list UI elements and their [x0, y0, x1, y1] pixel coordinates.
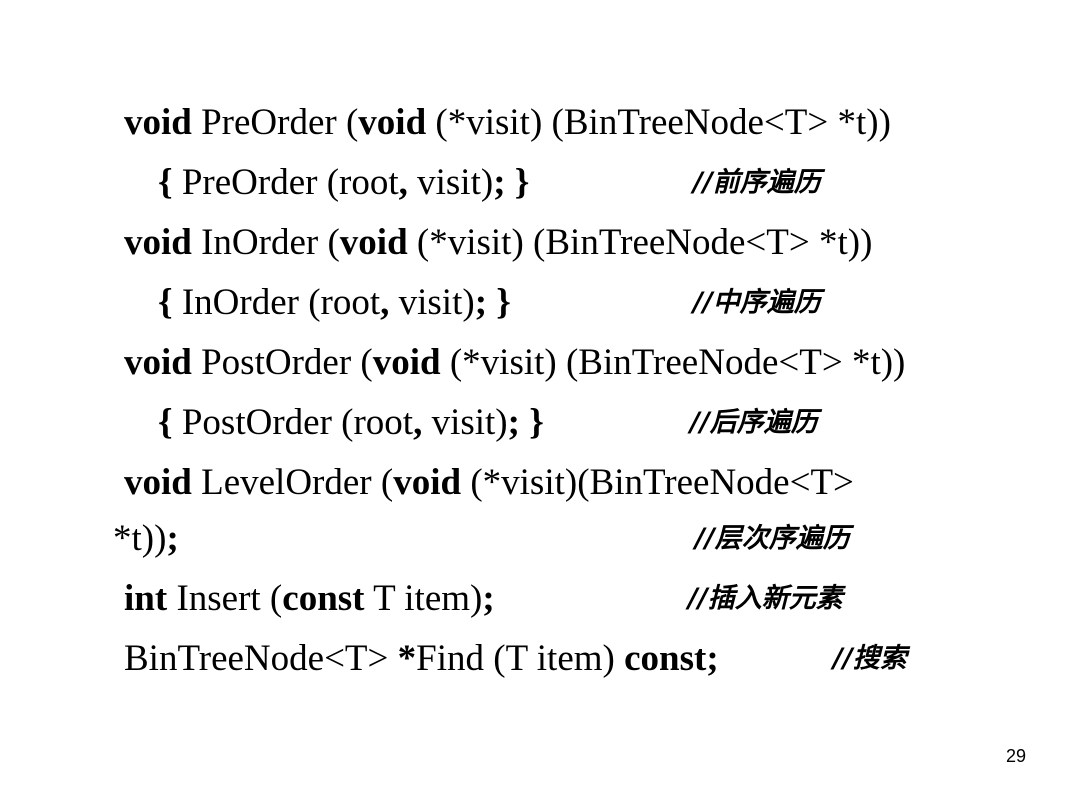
code-segment: PreOrder (root: [172, 162, 399, 203]
code-segment: void: [124, 342, 192, 383]
page-number: 29: [1005, 746, 1026, 766]
code-segment: }: [496, 282, 511, 323]
code-segment: BinTreeNode<T>: [124, 638, 398, 679]
code-line-inorder-body: { InOrder (root, visit); }: [158, 280, 511, 326]
code-segment: InOrder (: [191, 222, 340, 263]
code-line-postorder: void PostOrder (void (*visit) (BinTreeNo…: [124, 340, 905, 386]
code-segment: }: [529, 402, 544, 443]
code-segment: void: [124, 222, 192, 263]
code-segment: [487, 282, 496, 323]
code-segment: void: [358, 102, 427, 143]
code-segment: void: [124, 462, 192, 503]
code-segment: *t)): [113, 518, 167, 559]
code-segment: void: [124, 102, 192, 143]
code-segment: ;: [474, 282, 488, 323]
code-segment: visit): [389, 282, 475, 323]
code-line-inorder: void InOrder (void (*visit) (BinTreeNode…: [124, 220, 872, 266]
code-segment: (*visit) (BinTreeNode<T> *t)): [426, 102, 891, 143]
code-line-preorder-body: { PreOrder (root, visit); }: [158, 160, 529, 206]
code-segment: [506, 162, 515, 203]
code-segment: PostOrder (root: [172, 402, 414, 443]
code-segment: const;: [624, 638, 719, 679]
code-line-preorder: void PreOrder (void (*visit) (BinTreeNod…: [124, 100, 891, 146]
code-line-find: BinTreeNode<T> *Find (T item) const;: [124, 636, 719, 682]
comment-preorder: //前序遍历: [693, 167, 821, 198]
code-segment: Find (T item): [416, 638, 625, 679]
code-segment: ;: [166, 518, 179, 559]
code-segment: visit): [422, 402, 508, 443]
code-segment: ,: [413, 402, 423, 443]
code-segment: ;: [493, 162, 506, 203]
code-segment: *: [397, 638, 417, 679]
code-line-levelorder: void LevelOrder (void (*visit)(BinTreeNo…: [124, 460, 854, 506]
code-line-insert: int Insert (const T item);: [124, 576, 495, 622]
code-segment: Insert (: [167, 578, 283, 619]
comment-postorder: //后序遍历: [690, 407, 818, 438]
code-segment: (*visit) (BinTreeNode<T> *t)): [407, 222, 873, 263]
code-segment: }: [514, 162, 530, 203]
code-segment: void: [393, 462, 462, 503]
code-segment: (*visit)(BinTreeNode<T>: [461, 462, 854, 503]
code-segment: (*visit) (BinTreeNode<T> *t)): [440, 342, 906, 383]
code-line-levelorder-cont: *t));: [113, 516, 179, 562]
code-segment: void: [372, 342, 441, 383]
code-segment: PreOrder (: [191, 102, 359, 143]
code-segment: {: [158, 162, 173, 203]
code-line-postorder-body: { PostOrder (root, visit); }: [158, 400, 544, 446]
code-segment: [520, 402, 529, 443]
code-segment: visit): [407, 162, 494, 203]
code-segment: LevelOrder (: [191, 462, 394, 503]
comment-find: //搜索: [833, 643, 907, 674]
code-segment: PostOrder (: [191, 342, 373, 383]
code-segment: ,: [380, 282, 390, 323]
code-segment: T item): [364, 578, 483, 619]
code-segment: int: [124, 578, 168, 619]
code-segment: ;: [507, 402, 520, 443]
comment-levelorder: //层次序遍历: [695, 523, 850, 554]
comment-insert: //插入新元素: [688, 583, 843, 614]
code-segment: InOrder (root: [172, 282, 381, 323]
code-segment: {: [158, 402, 173, 443]
code-segment: {: [158, 282, 173, 323]
comment-inorder: //中序遍历: [693, 287, 821, 318]
code-segment: const: [282, 578, 365, 619]
code-segment: void: [339, 222, 408, 263]
code-segment: ;: [482, 578, 495, 619]
code-segment: ,: [398, 162, 408, 203]
